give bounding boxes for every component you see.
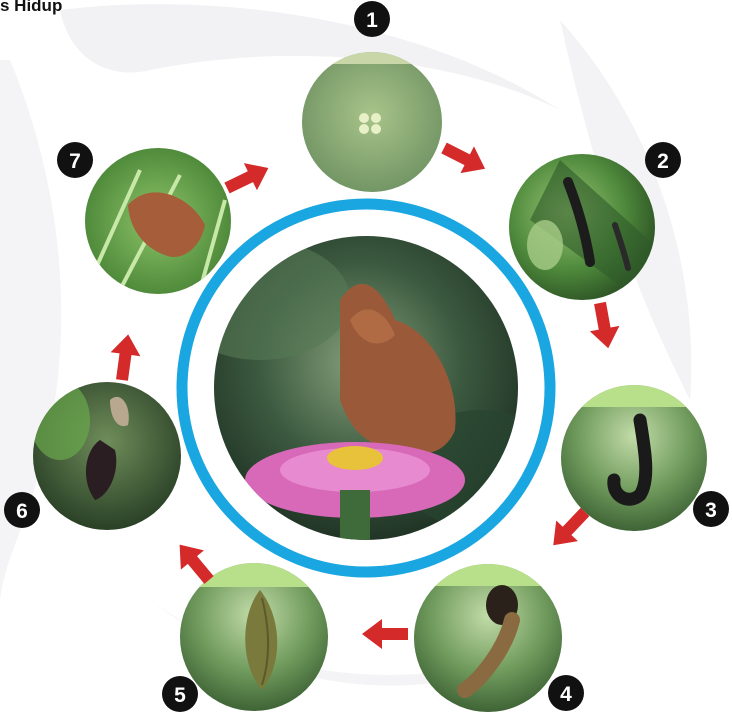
- stage-3-photo-hanging-caterpillar: [560, 385, 710, 531]
- stage-6-number-badge: 6: [4, 492, 40, 528]
- stage-3-number-badge: 3: [693, 491, 729, 527]
- stage-4-number-badge: 4: [548, 675, 584, 711]
- stage-7-photo-adult-butterfly: [85, 148, 231, 294]
- stage-5-number-badge: 5: [162, 676, 198, 712]
- stage-2-number-badge: 2: [645, 142, 681, 178]
- stage-7-number-badge: 7: [57, 142, 93, 178]
- svg-text:5: 5: [174, 684, 186, 707]
- arrow-2-to-3: [585, 300, 623, 351]
- arrow-6-to-7: [107, 332, 143, 382]
- svg-text:2: 2: [657, 150, 669, 173]
- stage-6-photo-emerging-butterfly: [30, 380, 181, 530]
- stage-4-photo-prepupa: [414, 564, 564, 712]
- stage-2-photo-caterpillar: [509, 154, 660, 300]
- svg-text:7: 7: [69, 150, 81, 173]
- stage-1-photo-eggs: [300, 52, 445, 192]
- svg-text:6: 6: [16, 500, 28, 523]
- arrow-1-to-2: [437, 135, 492, 183]
- arrow-4-to-5: [362, 619, 408, 649]
- svg-text:3: 3: [705, 499, 717, 522]
- svg-text:1: 1: [366, 9, 378, 32]
- stage-5-photo-chrysalis: [180, 563, 330, 711]
- stage-1-number-badge: 1: [354, 1, 390, 37]
- arrow-7-to-1: [220, 154, 274, 201]
- svg-text:4: 4: [560, 683, 572, 706]
